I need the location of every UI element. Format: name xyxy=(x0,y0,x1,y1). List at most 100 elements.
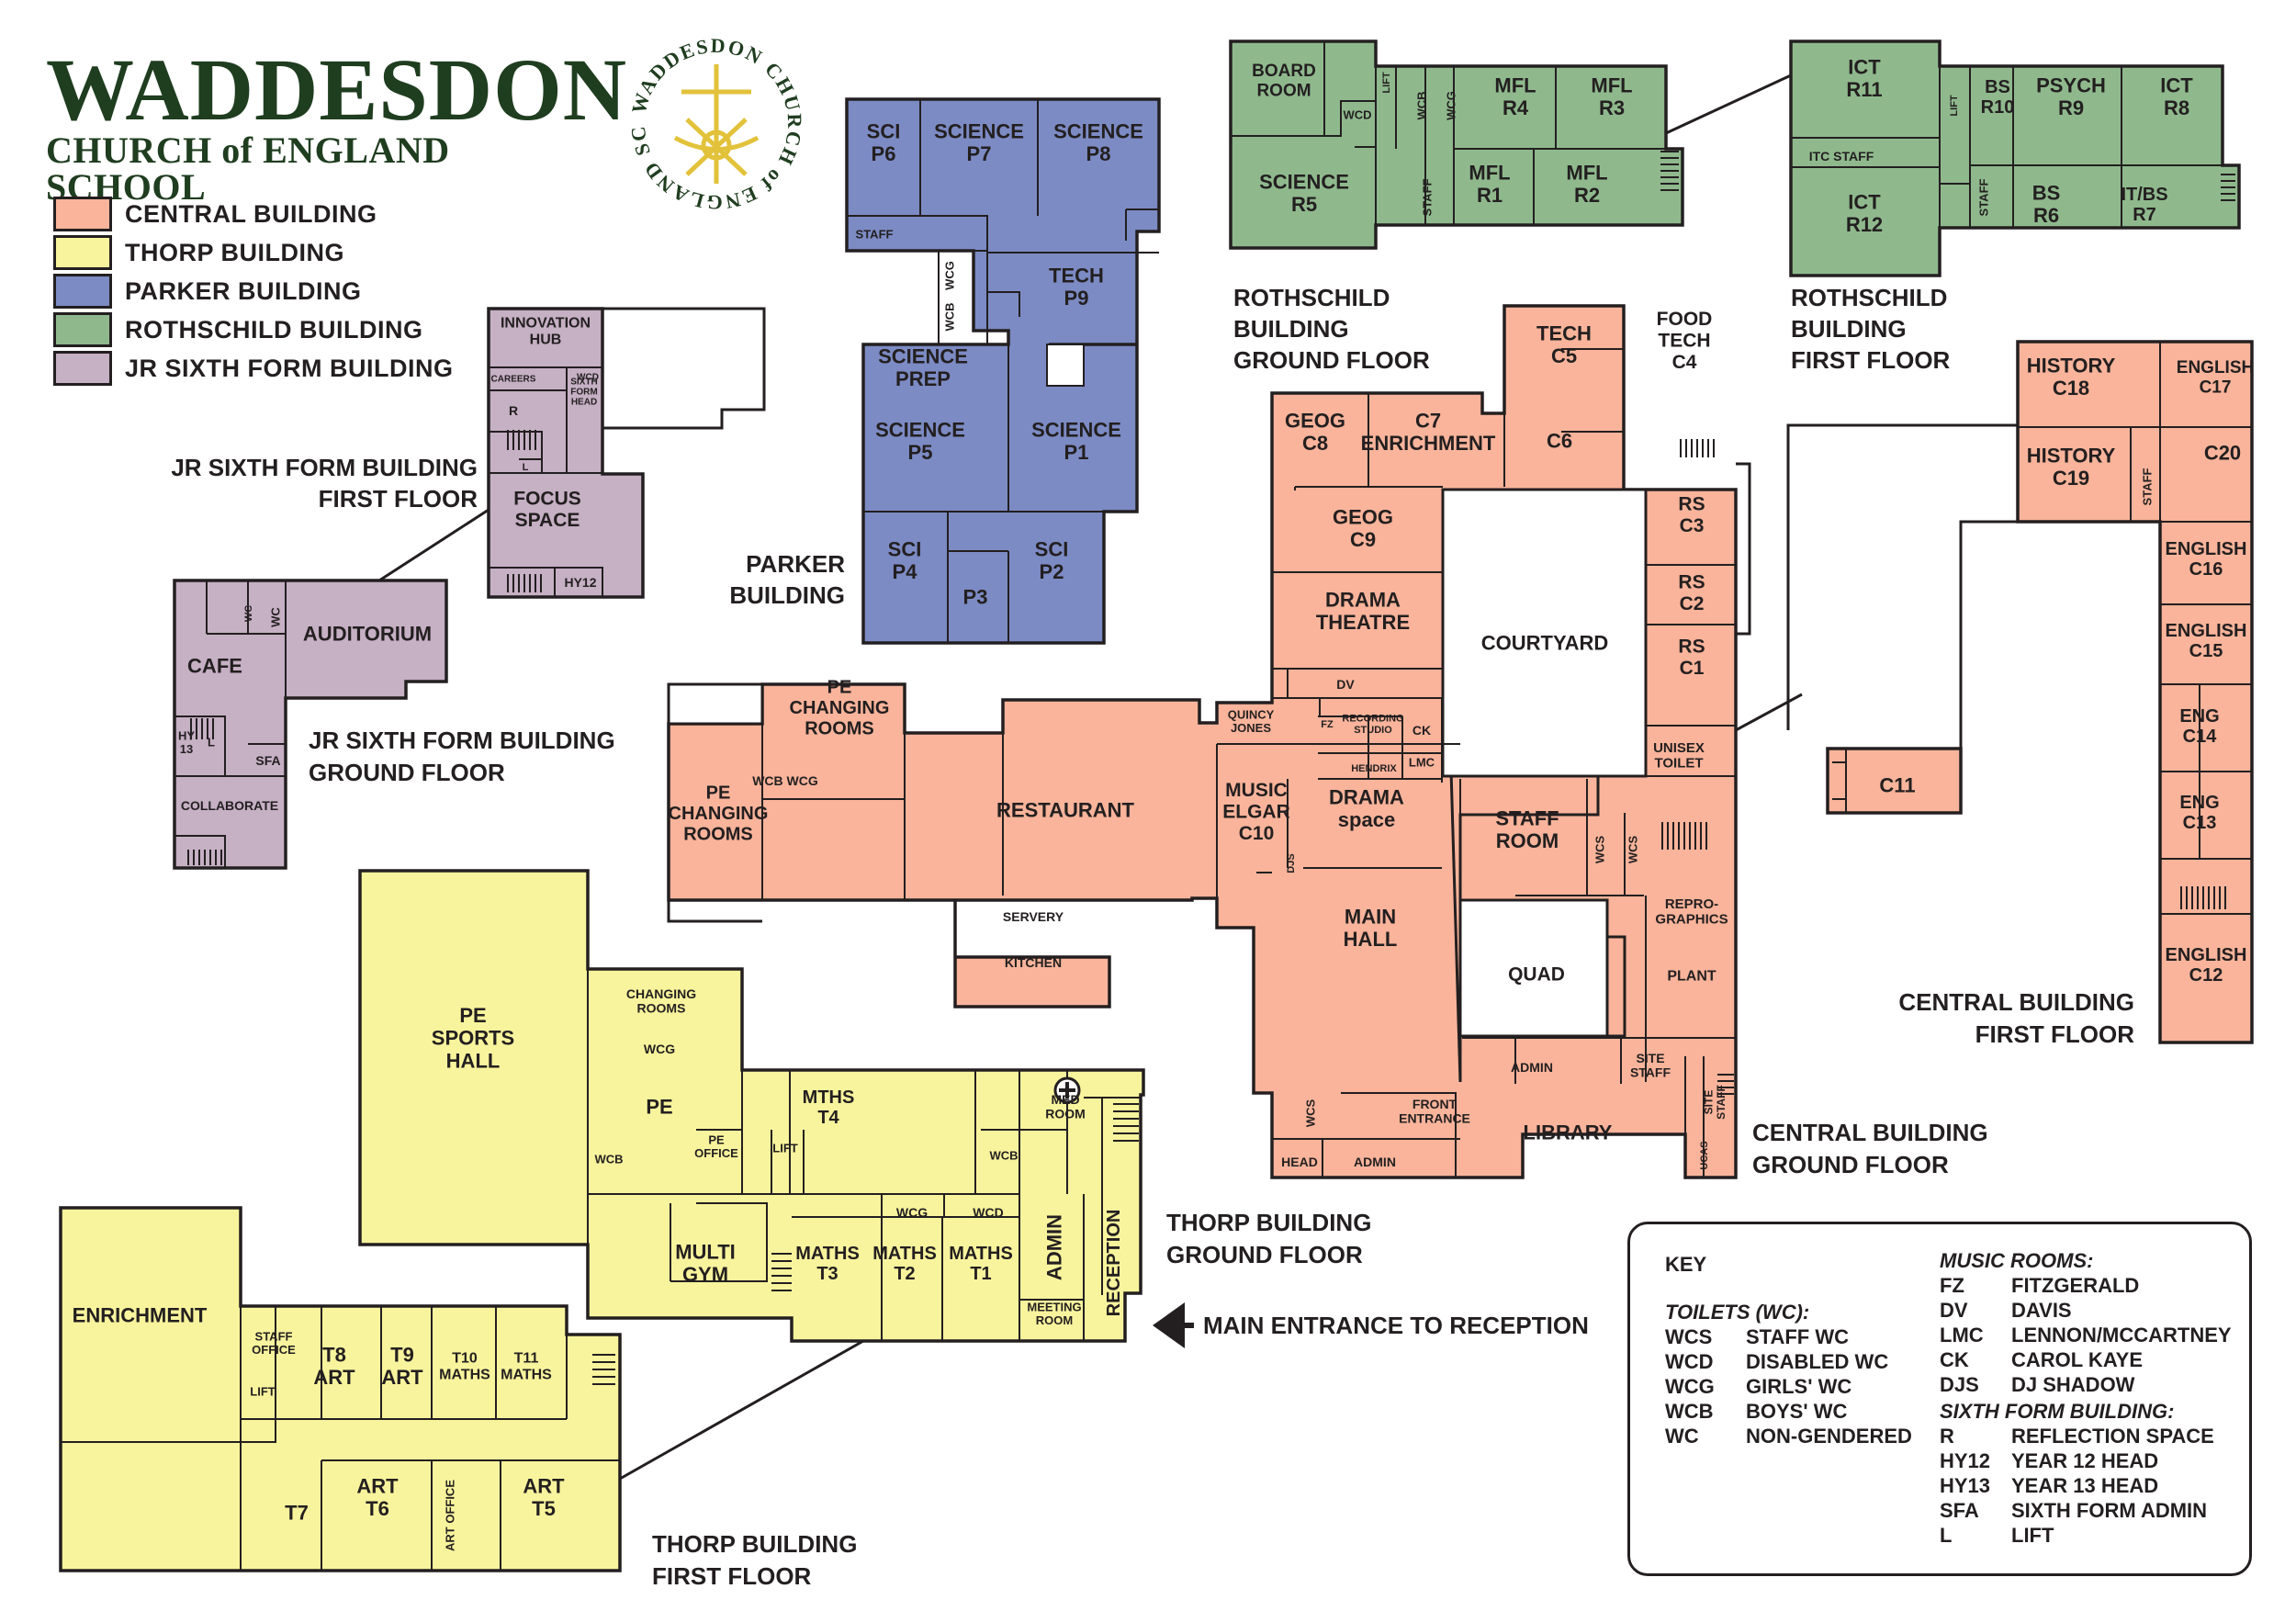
room-label-line: SPACE xyxy=(515,510,580,531)
room-label-line: T8 xyxy=(322,1343,346,1366)
room-label-line: space xyxy=(1338,808,1395,831)
room-label-line: SFA xyxy=(255,753,280,768)
room-label-line: PREP xyxy=(895,367,951,390)
room-label-line: ICT xyxy=(2160,73,2193,96)
room-label-line: ENGLISH xyxy=(2166,539,2247,559)
room-label-jr-wc2: WC xyxy=(269,607,283,627)
room-label-line: C8 xyxy=(1302,432,1328,455)
room-label-line: ROOMS xyxy=(683,824,753,844)
room-label-wcs1: WCS xyxy=(1593,836,1607,864)
floor-caption-main-entrance: MAIN ENTRANCE TO RECEPTION xyxy=(1203,1312,1589,1339)
floor-caption-jr-ground-1: JR SIXTH FORM BUILDING xyxy=(309,727,615,754)
room-label-line: ROOM xyxy=(1036,1313,1073,1327)
room-label-line: C14 xyxy=(2183,727,2218,747)
room-label-c-staff: STAFF xyxy=(2141,468,2155,505)
room-label-line: RS xyxy=(1678,494,1705,515)
room-label-line: TECH xyxy=(1049,264,1104,287)
room-label-line: COLLABORATE xyxy=(181,798,278,813)
room-label-line: CAFE xyxy=(187,655,242,678)
room-label-line: SCIENCE xyxy=(878,344,968,367)
key-desc: REFLECTION SPACE xyxy=(2011,1425,2214,1448)
room-label-line: ADMIN xyxy=(1354,1155,1396,1169)
room-label-cafe: CAFE xyxy=(187,655,242,678)
room-label-line: HEAD xyxy=(571,398,597,408)
room-label-line: STAFF xyxy=(1421,178,1435,216)
room-label-r-staff2: STAFF xyxy=(1977,178,1991,216)
room-label-line: ART xyxy=(356,1474,399,1497)
room-label-line: R3 xyxy=(1599,96,1625,119)
key-code: WC xyxy=(1665,1425,1699,1448)
room-label-line: R10 xyxy=(1981,97,2015,118)
room-label-line: BS xyxy=(1985,77,2010,97)
room-label-careers: CAREERS xyxy=(491,375,536,385)
room-label-line: T6 xyxy=(366,1497,389,1520)
room-label-line: STAFF xyxy=(255,1329,293,1343)
key-title: KEY xyxy=(1665,1253,1707,1276)
room-label-t-wcd: WCD xyxy=(973,1205,1003,1220)
floor-caption-roth-ground-1: ROTHSCHILD xyxy=(1233,284,1390,311)
room-label-line: STAFF xyxy=(1630,1065,1671,1080)
key-code: WCB xyxy=(1665,1400,1714,1423)
room-label-parker-wcb: WCB xyxy=(943,302,957,331)
room-label-auditorium: AUDITORIUM xyxy=(303,623,432,646)
room-label-line: RESTAURANT xyxy=(996,799,1134,822)
key-desc: DAVIS xyxy=(2011,1299,2072,1322)
room-label-line: ART xyxy=(523,1474,565,1497)
key-code: FZ xyxy=(1940,1274,1964,1297)
music-heading: MUSIC ROOMS: xyxy=(1940,1249,2094,1272)
room-label-line: SPORTS xyxy=(432,1027,514,1050)
room-label-line: STUDIO xyxy=(1354,725,1392,736)
key-desc: LIFT xyxy=(2011,1524,2054,1547)
room-label-line: MATHS xyxy=(949,1244,1013,1264)
room-label-line: WC xyxy=(243,605,254,622)
room-label-site-staff2: SITESTAFF xyxy=(1702,1085,1727,1120)
room-label-line: LIBRARY xyxy=(1524,1121,1613,1144)
room-label-line: HISTORY xyxy=(2027,444,2116,467)
room-label-line: STAFF xyxy=(1715,1085,1728,1120)
room-label-line: TOILET xyxy=(1654,756,1703,772)
room-label-line: C9 xyxy=(1350,528,1376,551)
room-label-library: LIBRARY xyxy=(1524,1121,1613,1144)
svg-text:WADDESDON CHURCH of ENGLAND SC: WADDESDON CHURCH of ENGLAND SCHOOL xyxy=(0,0,806,214)
jr-sixth-form-first-floor xyxy=(487,307,766,599)
room-label-line: TECH xyxy=(1658,330,1710,351)
room-label-line: WCS xyxy=(1626,836,1640,864)
room-label-head: HEAD xyxy=(1281,1155,1318,1169)
floor-caption-thorp-first-2: FIRST FLOOR xyxy=(652,1562,812,1590)
room-label-c-admin1: ADMIN xyxy=(1511,1060,1553,1075)
room-label-t-wcb2: WCB xyxy=(989,1149,1018,1163)
key-code: WCS xyxy=(1665,1325,1713,1348)
room-label-jr-l2: L xyxy=(208,736,215,749)
seal-text: WADDESDON CHURCH of ENGLAND SCHOOL xyxy=(0,0,805,214)
room-label-line: ROOM xyxy=(1256,81,1311,100)
room-label-line: FORM xyxy=(570,388,597,398)
room-label-wcs2: WCS xyxy=(1626,836,1640,864)
jr-ground-outline xyxy=(173,579,448,870)
rothschild-ground-floor xyxy=(1229,39,1684,250)
room-label-line: SCIENCE xyxy=(934,119,1024,142)
room-label-line: C1 xyxy=(1680,658,1705,679)
room-label-line: MTHS xyxy=(803,1087,855,1108)
room-label-kitchen: KITCHEN xyxy=(1005,955,1062,970)
legend-swatch xyxy=(53,351,112,386)
room-label-line: LIFT xyxy=(250,1385,275,1399)
